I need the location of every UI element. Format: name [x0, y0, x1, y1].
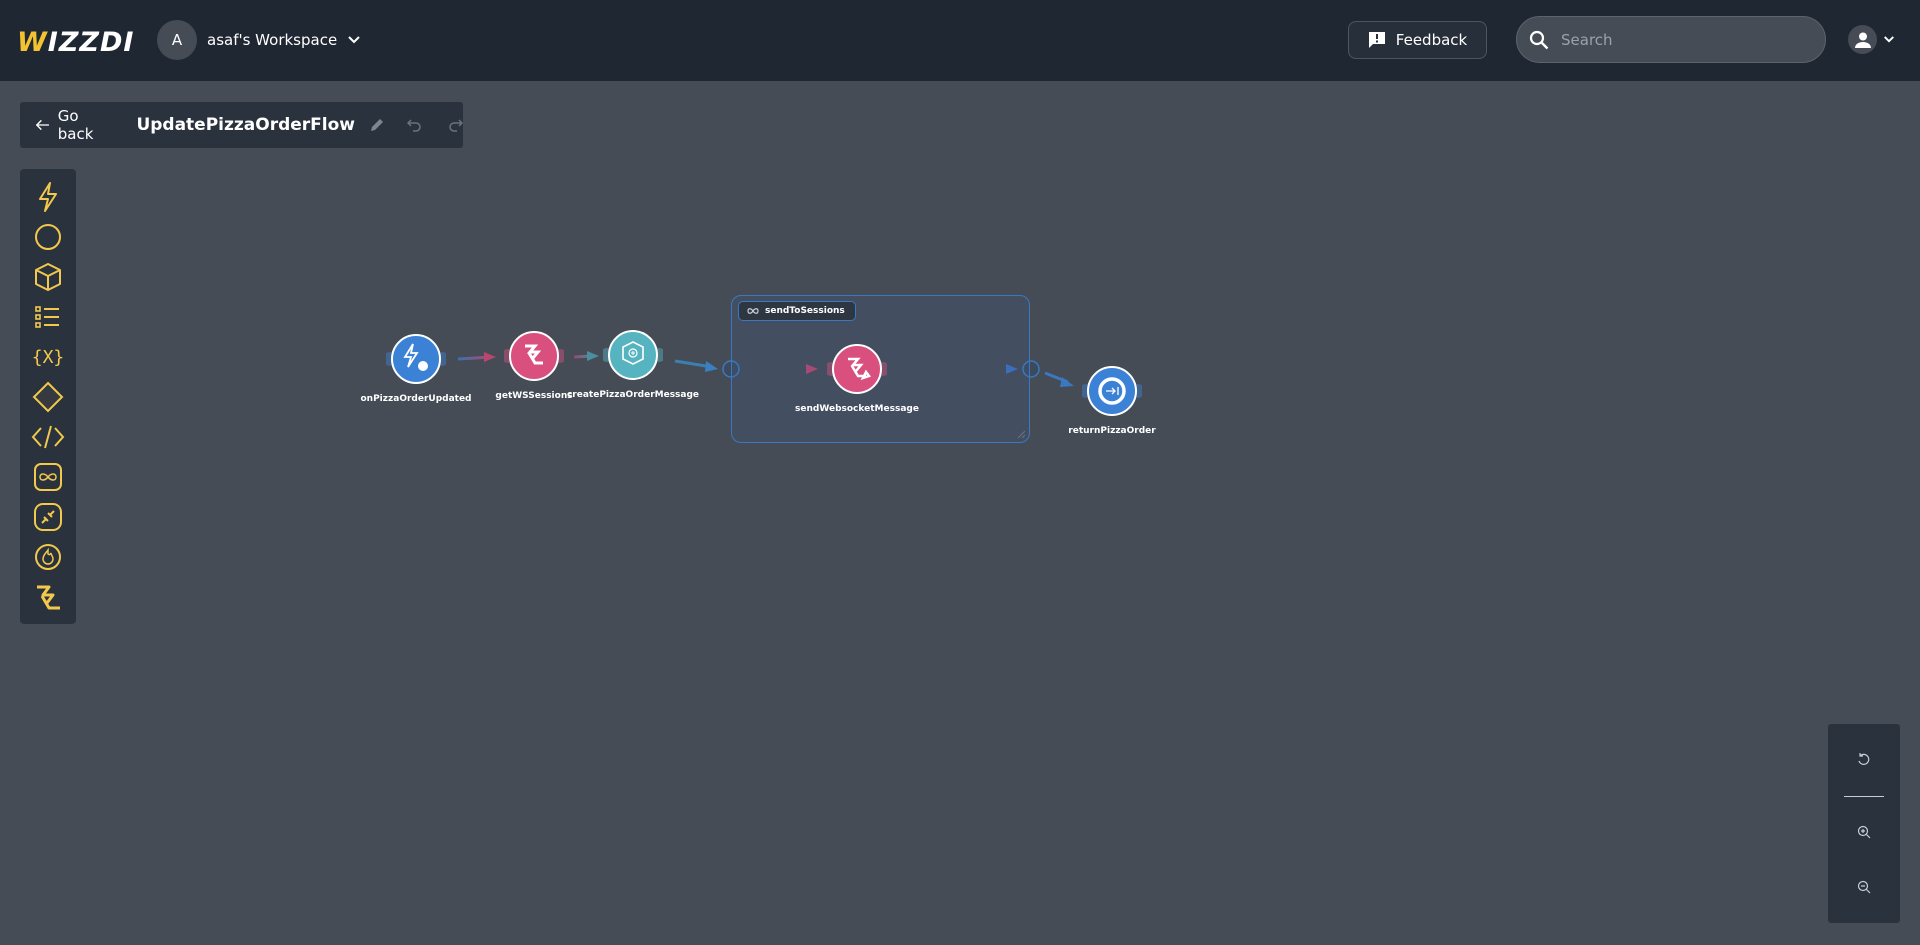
palette-plugin-icon[interactable]: [28, 497, 68, 537]
flow-node-label: getWSSessions: [495, 391, 573, 401]
zoom-out-icon: [1857, 880, 1871, 894]
chevron-down-icon: [348, 36, 360, 44]
search-input[interactable]: [1561, 30, 1801, 49]
palette-websocket-icon[interactable]: [28, 577, 68, 617]
feedback-label: Feedback: [1395, 31, 1468, 49]
top-header: WIZZDI A asaf's Workspace Feedback: [0, 0, 1920, 81]
edge-createMessage-to-loop: [674, 359, 718, 372]
zoom-in-button[interactable]: [1850, 818, 1878, 846]
reset-view-button[interactable]: [1850, 746, 1878, 774]
flow-node-createPizzaOrderMessage[interactable]: [600, 330, 666, 380]
go-back-label: Go back: [57, 107, 94, 143]
reset-icon: [1858, 753, 1870, 765]
undo-icon[interactable]: [407, 118, 421, 132]
edit-title-pencil-icon[interactable]: [369, 117, 385, 133]
wizzdi-logo[interactable]: WIZZDI: [17, 27, 135, 58]
palette-cube-icon[interactable]: [28, 257, 68, 297]
palette-firebase-icon[interactable]: [28, 537, 68, 577]
edge-loop-to-sendWebsocketMessage: [745, 364, 818, 374]
resize-handle-icon[interactable]: [1017, 430, 1025, 438]
flow-node-label: returnPizzaOrder: [1068, 426, 1156, 436]
cube-plus-icon: [600, 330, 666, 380]
node-palette: {X}: [20, 169, 76, 624]
infinity-icon: [747, 308, 759, 314]
flow-node-label: sendWebsocketMessage: [795, 404, 919, 414]
zoom-controls: [1828, 724, 1900, 923]
user-avatar-icon: [1848, 25, 1877, 54]
user-menu[interactable]: [1848, 25, 1895, 54]
edge-trigger-to-getWSSessions: [457, 352, 496, 362]
redo-icon[interactable]: [449, 118, 463, 132]
flow-node-getWSSessions[interactable]: [501, 331, 567, 381]
flow-toolbar: Go back UpdatePizzaOrderFlow: [20, 102, 463, 148]
arrow-left-icon: [36, 119, 49, 131]
flow-node-sendWebsocketMessage[interactable]: [824, 344, 890, 394]
flow-title: UpdatePizzaOrderFlow: [136, 115, 355, 135]
svg-text:{X}: {X}: [33, 347, 63, 368]
websocket-send-icon: [824, 344, 890, 394]
chevron-down-icon: [1884, 36, 1894, 43]
feedback-button[interactable]: Feedback: [1348, 21, 1487, 59]
flow-node-returnPizzaOrder[interactable]: [1079, 366, 1145, 416]
workspace-selector[interactable]: A asaf's Workspace: [157, 20, 361, 60]
palette-trigger-icon[interactable]: [28, 177, 68, 217]
workspace-avatar: A: [157, 20, 197, 60]
palette-loop-icon[interactable]: [28, 457, 68, 497]
go-back-button[interactable]: Go back: [36, 107, 104, 143]
lightning-icon: [383, 334, 449, 384]
zoom-out-button[interactable]: [1850, 873, 1878, 901]
flow-node-onPizzaOrderUpdated[interactable]: [383, 334, 449, 384]
palette-code-icon[interactable]: [28, 417, 68, 457]
edge-sendWebsocketMessage-to-loop-end: [899, 364, 1018, 374]
feedback-icon: [1368, 32, 1385, 48]
loop-label: sendToSessions: [765, 306, 845, 316]
flow-edges: [457, 351, 1074, 387]
zoom-divider: [1844, 796, 1884, 797]
zoom-in-icon: [1857, 825, 1871, 839]
edge-loop-to-returnPizzaOrder: [1044, 371, 1074, 387]
websocket-icon: [501, 331, 567, 381]
palette-variable-icon[interactable]: {X}: [28, 337, 68, 377]
search-icon: [1529, 30, 1549, 49]
loop-output-port[interactable]: [1022, 360, 1040, 378]
loop-label-tag[interactable]: sendToSessions: [738, 301, 856, 321]
flow-node-label: createPizzaOrderMessage: [566, 390, 700, 400]
palette-condition-icon[interactable]: [28, 377, 68, 417]
flow-node-label: onPizzaOrderUpdated: [360, 394, 472, 404]
search-box[interactable]: [1516, 16, 1826, 63]
workspace-name: asaf's Workspace: [207, 31, 338, 49]
edge-getWSSessions-to-createMessage: [573, 351, 599, 361]
return-icon: [1079, 366, 1145, 416]
palette-list-icon[interactable]: [28, 297, 68, 337]
palette-circle-icon[interactable]: [28, 217, 68, 257]
